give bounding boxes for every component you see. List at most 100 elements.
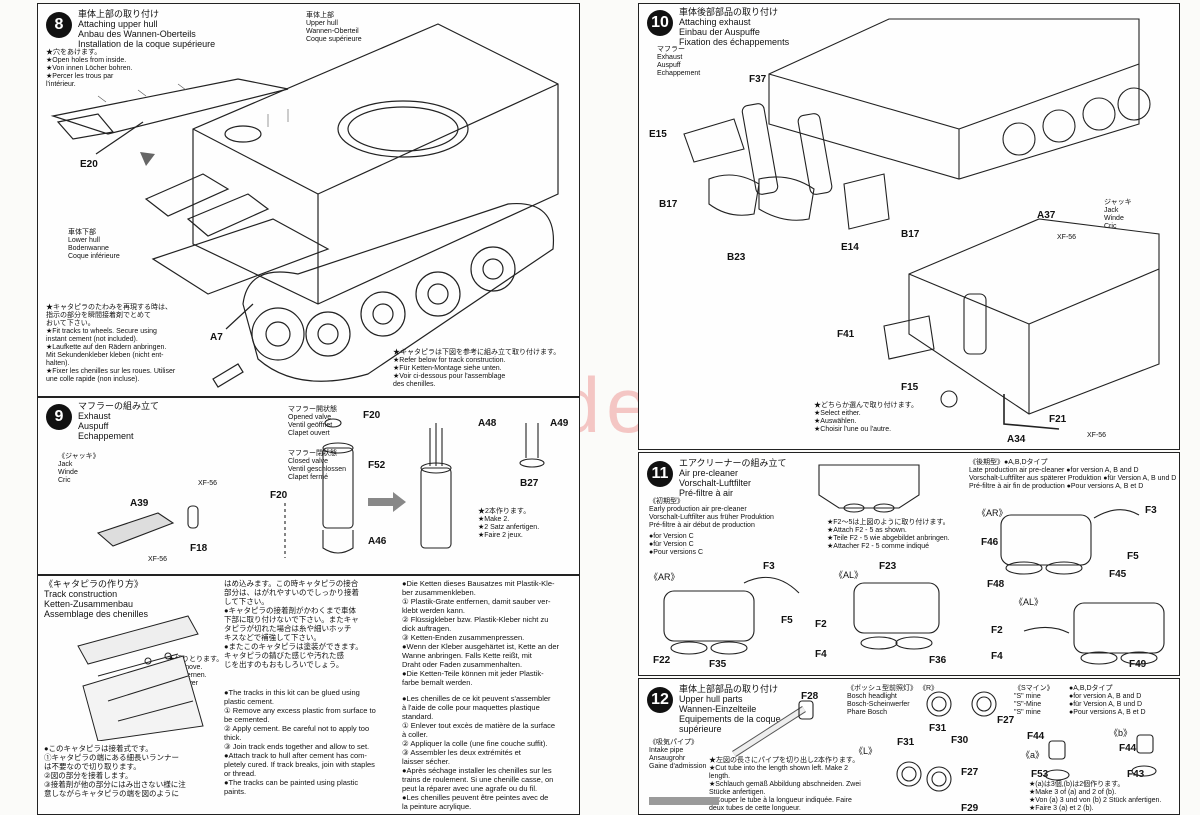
- part-f5-b: F5: [1127, 551, 1139, 562]
- view-al-2: 《AL》: [1014, 597, 1044, 607]
- view-ar-1: 《AR》: [649, 572, 680, 582]
- part-f36: F36: [929, 655, 947, 666]
- air-cleaner-drawing: [663, 464, 1165, 665]
- step-10-title: 車体後部部品の取り付け Attaching exhaust Einbau der…: [679, 7, 790, 47]
- part-a46: A46: [368, 536, 387, 547]
- s-mine-label: 《Sマイン》 "S" mine "S"-Mine "S" mine: [1014, 685, 1054, 716]
- part-a34: A34: [1007, 434, 1026, 445]
- track-construction-panel: 《キャタピラの作り方》 Track construction Ketten-Zu…: [37, 575, 580, 815]
- track-text-fr: ●Les chenilles de ce kit peuvent s'assem…: [402, 694, 556, 811]
- part-f52: F52: [368, 460, 386, 471]
- step-9-number: 9: [46, 404, 72, 430]
- part-f20-a: F20: [363, 410, 381, 421]
- part-f41: F41: [837, 329, 855, 340]
- cut-length-bar: [649, 797, 719, 805]
- part-f4-a: F4: [815, 649, 827, 660]
- make-2-note: ★2本作ります。 ★Make 2. ★2 Satz anfertigen. ★F…: [478, 508, 540, 539]
- part-f45: F45: [1109, 569, 1127, 580]
- track-title: 《キャタピラの作り方》 Track construction Ketten-Zu…: [44, 579, 149, 619]
- part-f20-b: F20: [270, 490, 288, 501]
- part-f31-b: F31: [897, 737, 915, 748]
- part-f27-a: F27: [997, 715, 1015, 726]
- part-a7: A7: [210, 332, 223, 343]
- part-f2-a: F2: [815, 619, 827, 630]
- part-b23: B23: [727, 252, 746, 263]
- step-8-number: 8: [46, 12, 72, 38]
- part-f21: F21: [1049, 414, 1067, 425]
- hull-drawing: [50, 23, 559, 388]
- jack-label: 《ジャッキ》 Jack Winde Cric: [58, 453, 100, 484]
- track-text-de: ●Die Ketten dieses Bausatzes mit Plastik…: [402, 579, 559, 687]
- part-f22: F22: [653, 655, 671, 666]
- s-mine-version: ●A,B,Dタイプ ●for version A, B and D ●für V…: [1069, 685, 1146, 716]
- step-10-number: 10: [647, 10, 673, 36]
- part-f44-b: F44: [1119, 743, 1137, 754]
- attach-f2-note: ★F2～5は上図のように取り付けます。 ★Attach F2 - 5 as sh…: [827, 519, 950, 550]
- part-f35: F35: [709, 659, 727, 670]
- opened-valve-label: マフラー開状態 Opened valve Ventil geöffnet Cla…: [288, 406, 337, 437]
- part-e15: E15: [649, 129, 667, 140]
- holes-note: ★穴をあけます。 ★Open holes from inside. ★Von i…: [46, 49, 133, 88]
- part-f3-a: F3: [763, 561, 775, 572]
- part-f27-b: F27: [961, 767, 979, 778]
- part-f2-b: F2: [991, 625, 1003, 636]
- part-f15: F15: [901, 382, 919, 393]
- step-11-title: エアクリーナーの組み立て Air pre-cleaner Vorschalt-L…: [679, 458, 787, 498]
- view-al-1: 《AL》: [834, 570, 864, 580]
- paint-xf56-a: XF-56: [198, 480, 218, 487]
- step-8-panel: 8 車体上部の取り付け Attaching upper hull Anbau d…: [37, 3, 580, 397]
- intake-pipe-label: 《吸気パイプ》 Intake pipe Ansaugrohr Gaine d'a…: [649, 739, 707, 770]
- paint-xf56-b: XF-56: [148, 556, 168, 563]
- closed-valve-label: マフラー閉状態 Closed valve Ventil geschlossen …: [288, 450, 346, 481]
- paint-xf56-c: XF-56: [1057, 234, 1077, 241]
- step-9-panel: 9 マフラーの組み立て Exhaust Auspuff Echappement …: [37, 397, 580, 575]
- step-12-panel: 12 車体上部部品の取り付け Upper hull parts Wannen-E…: [638, 678, 1180, 815]
- track-text-en: ●The tracks in this kit can be glued usi…: [224, 688, 376, 796]
- part-f46: F46: [981, 537, 999, 548]
- part-a37: A37: [1037, 210, 1056, 221]
- select-either-note: ★どちらか選んで取り付けます。 ★Select either. ★Auswähl…: [814, 402, 918, 433]
- step-12-number: 12: [647, 687, 673, 713]
- view-a: 《a》: [1021, 750, 1045, 760]
- part-f18: F18: [190, 543, 208, 554]
- part-a48: A48: [478, 418, 497, 429]
- rear-hull-drawing: [683, 18, 1160, 430]
- part-f3-b: F3: [1145, 505, 1157, 516]
- part-f48: F48: [987, 579, 1005, 590]
- late-production-label: 《後期型》●A,B,Dタイプ Late production air pre-c…: [969, 459, 1177, 490]
- early-production-label: 《初期型》 Early production air pre-cleaner V…: [649, 498, 774, 529]
- track-drawing: [77, 615, 204, 741]
- upper-parts-drawing: [732, 691, 1157, 792]
- part-e20: E20: [80, 159, 98, 170]
- part-b17-b: B17: [901, 229, 920, 240]
- step-11-panel: 11 エアクリーナーの組み立て Air pre-cleaner Vorschal…: [638, 452, 1180, 676]
- refer-below-note: ★キャタピラは下図を参考に組み立て取り付けます。 ★Refer below fo…: [393, 349, 561, 388]
- part-f28: F28: [801, 691, 819, 702]
- view-ar-2: 《AR》: [977, 508, 1008, 518]
- step-11-number: 11: [647, 461, 673, 487]
- part-f53: F53: [1031, 769, 1049, 780]
- upper-hull-label: 車体上部 Upper hull Wannen-Oberteil Coque su…: [306, 12, 362, 43]
- step-12-title: 車体上部部品の取り付け Upper hull parts Wannen-Einz…: [679, 684, 781, 734]
- jack-label-10: ジャッキ Jack Winde Cric: [1104, 199, 1132, 230]
- part-f31-a: F31: [929, 723, 947, 734]
- part-a39: A39: [130, 498, 149, 509]
- lower-hull-label: 車体下部 Lower hull Bodenwanne Coque inférie…: [68, 229, 120, 260]
- view-l: 《L》: [854, 746, 878, 756]
- fit-tracks-note: ★キャタピラのたわみを再現する時は、 指示の部分を瞬間接着剤でとめて おいて下さ…: [46, 304, 176, 383]
- part-b27: B27: [520, 478, 539, 489]
- early-version-note: ●for Version C ●für Version C ●Pour vers…: [649, 533, 704, 556]
- part-f44-a: F44: [1027, 731, 1045, 742]
- track-text-jp-2: はめ込みます。この時キャタピラの接合 部分は、はがれやすいのでしっかり接着 して…: [224, 579, 363, 669]
- part-f29: F29: [961, 803, 979, 814]
- step-10-panel: 10 車体後部部品の取り付け Attaching exhaust Einbau …: [638, 3, 1180, 450]
- part-b17-a: B17: [659, 199, 678, 210]
- part-f5-a: F5: [781, 615, 793, 626]
- make-a-b-note: ★(a)は3個,(b)は2個作ります。 ★Make 3 of (a) and 2…: [1029, 781, 1162, 812]
- bosch-headlight-label: 《ボッシュ型前照灯》 《R》 Bosch headlight Bosch-Sch…: [847, 685, 938, 716]
- part-f23: F23: [879, 561, 897, 572]
- exhaust-drawing: [96, 418, 545, 558]
- part-f4-b: F4: [991, 651, 1003, 662]
- part-a49: A49: [550, 418, 569, 429]
- track-text-jp-1: ●このキャタピラは接着式です。 ①キャタピラの端にある細長いランナー は不要なの…: [44, 744, 186, 798]
